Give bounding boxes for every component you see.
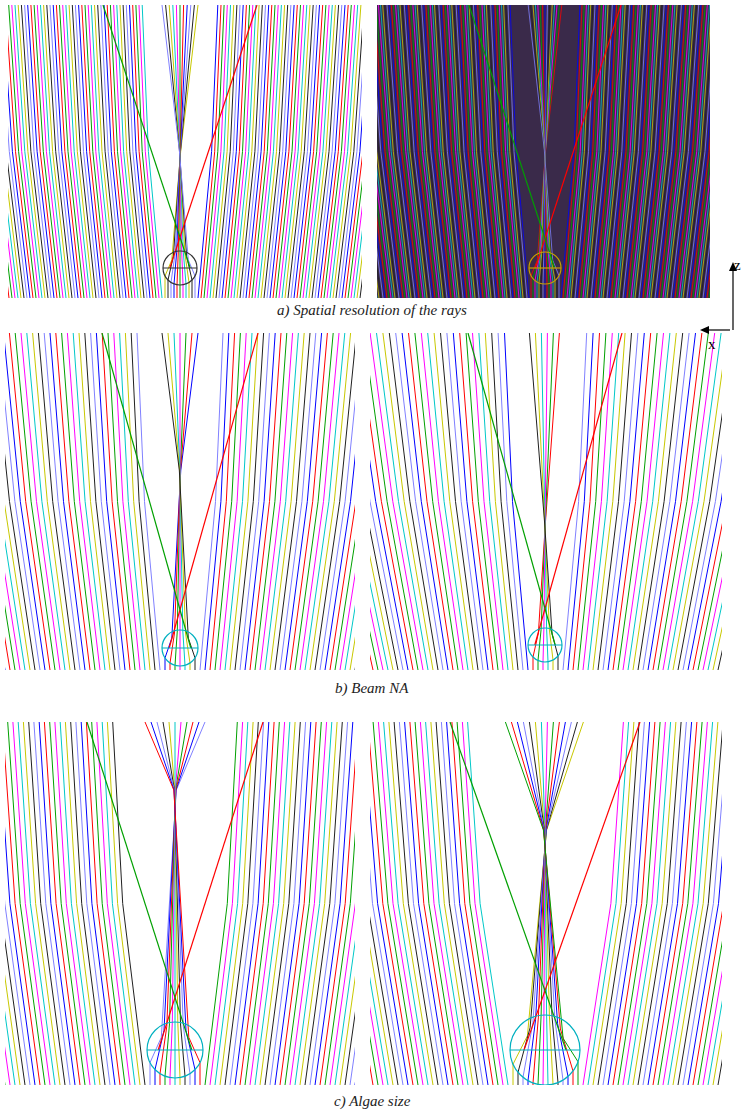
algae-cell [162, 630, 198, 666]
algae-cell [528, 628, 562, 662]
axis-arrows [700, 262, 737, 334]
algae-cell [529, 252, 561, 284]
algae-cell [147, 1022, 203, 1078]
ray-panel [5, 333, 355, 670]
ray-panel [5, 722, 355, 1085]
ray-panel [377, 5, 710, 298]
panel-caption: c) Algae size [332, 1093, 412, 1110]
panel-caption: b) Beam NA [333, 680, 410, 697]
algae-cell [163, 251, 197, 285]
axis-label: z [734, 257, 741, 274]
ray-panel [8, 5, 362, 298]
algae-cell [510, 1015, 580, 1085]
ray-panel [370, 722, 722, 1085]
panel-caption: a) Spatial resolution of the rays [275, 302, 469, 319]
axis-label: x [708, 336, 716, 353]
ray-panel [370, 333, 722, 670]
